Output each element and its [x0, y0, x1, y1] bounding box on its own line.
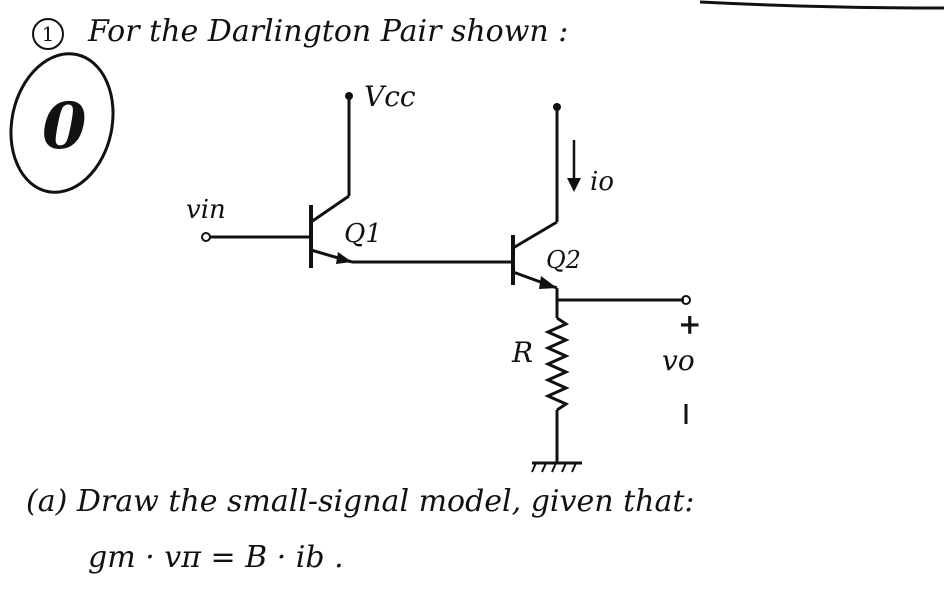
score-mark-circle [9, 52, 115, 194]
q2-collector-lead [512, 220, 558, 250]
q1-collector-lead [310, 194, 350, 224]
ground-hatch [531, 462, 577, 473]
vo-terminal [681, 295, 691, 305]
q2-emitter-arrow [539, 276, 557, 289]
score-mark-text: 0 [42, 89, 87, 164]
q1-emitter-arrow [336, 252, 352, 264]
vin-terminal [201, 232, 211, 242]
question-part-a: (a) Draw the small-signal model, given t… [26, 484, 695, 519]
top-edge-stroke [699, 0, 944, 10]
given-formula: gm · vπ = B · ib . [88, 540, 344, 575]
question-heading: For the Darlington Pair shown : [88, 14, 569, 49]
vin-label: vin [186, 195, 226, 225]
q2-label: Q2 [546, 246, 581, 274]
resistor-r [544, 316, 570, 412]
io-label: io [590, 167, 614, 197]
q1-label: Q1 [344, 219, 382, 249]
io-arrow-head [567, 178, 581, 192]
question-number: 1 [32, 18, 64, 50]
vcc-label: Vcc [364, 80, 416, 113]
vo-plus-label: + [678, 308, 701, 341]
vo-label: vo [662, 344, 695, 377]
resistor-label: R [511, 336, 533, 369]
